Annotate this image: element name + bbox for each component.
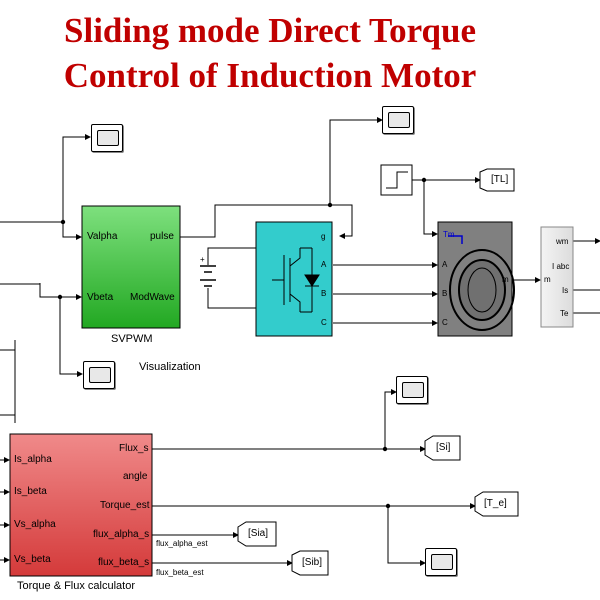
calculator-block[interactable] <box>9 433 153 577</box>
svpwm-block-name: SVPWM <box>111 333 153 345</box>
signal-flux-beta-est: flux_beta_est <box>156 568 204 577</box>
tag-sib[interactable]: [Sib] <box>302 557 323 568</box>
inverter-port-b: B <box>321 289 327 298</box>
wire-junctions <box>57 177 427 509</box>
svpwm-block[interactable] <box>81 205 181 329</box>
dc-source-icon <box>200 265 216 287</box>
step-icon <box>386 171 408 189</box>
calc-port-flux-s: Flux_s <box>119 443 149 454</box>
tag-si[interactable]: [Si] <box>436 442 451 453</box>
calc-port-torque-est: Torque_est <box>100 500 150 511</box>
tag-sib-shape <box>291 550 329 576</box>
calc-port-vs-alpha: Vs_alpha <box>14 519 56 530</box>
measurement-block[interactable] <box>540 226 574 328</box>
calc-port-is-alpha: Is_alpha <box>14 454 52 465</box>
visualization-label: Visualization <box>139 361 201 373</box>
meas-port-te: Te <box>560 309 569 318</box>
calc-port-flux-alpha-s: flux_alpha_s <box>93 529 150 540</box>
scope-icon[interactable] <box>83 361 115 389</box>
meas-port-m: m <box>544 275 551 284</box>
goto-tags <box>237 168 519 576</box>
motor-port-tm: Tm <box>443 230 455 239</box>
svpwm-port-valpha: Valpha <box>87 231 118 242</box>
inverter-port-a: A <box>321 260 327 269</box>
scope-icon[interactable] <box>396 376 428 404</box>
svpwm-port-modwave: ModWave <box>130 292 175 303</box>
tag-si-shape <box>424 435 461 461</box>
tag-tl[interactable]: [TL] <box>491 174 509 185</box>
inverter-port-c: C <box>321 318 327 327</box>
inverter-port-g: g <box>321 232 326 241</box>
tag-sia-shape <box>237 521 277 547</box>
scope-icon[interactable] <box>91 124 123 152</box>
svg-text:+: + <box>200 255 205 264</box>
page-title-line2: Control of Induction Motor <box>63 56 477 95</box>
motor-port-a: A <box>442 260 448 269</box>
motor-port-m: m <box>502 275 509 284</box>
motor-icon <box>448 235 515 331</box>
motor-port-c: C <box>442 318 448 327</box>
scope-icon[interactable] <box>425 548 457 576</box>
meas-port-wm: wm <box>556 237 569 246</box>
signal-flux-alpha-est: flux_alpha_est <box>156 539 208 548</box>
igbt-icon <box>272 247 320 313</box>
scope-icon[interactable] <box>382 106 414 134</box>
calc-block-name: Torque & Flux calculator <box>17 580 135 592</box>
calc-port-flux-beta-s: flux_beta_s <box>98 557 150 568</box>
inverter-block[interactable] <box>255 221 333 337</box>
tag-tl-shape <box>479 168 515 192</box>
svpwm-port-vbeta: Vbeta <box>87 292 114 303</box>
svpwm-port-pulse: pulse <box>150 231 174 242</box>
meas-port-iabc: I abc <box>552 262 570 271</box>
wires <box>0 117 600 566</box>
calc-port-vs-beta: Vs_beta <box>14 554 51 565</box>
tag-sia[interactable]: [Sia] <box>248 528 269 539</box>
calc-port-is-beta: Is_beta <box>14 486 47 497</box>
tag-te[interactable]: [T_e] <box>484 498 507 509</box>
tag-te-shape <box>474 491 519 517</box>
meas-port-is: Is <box>562 286 569 295</box>
calc-port-angle: angle <box>123 471 148 482</box>
motor-port-b: B <box>442 289 448 298</box>
page-title-line1: Sliding mode Direct Torque <box>64 11 476 50</box>
